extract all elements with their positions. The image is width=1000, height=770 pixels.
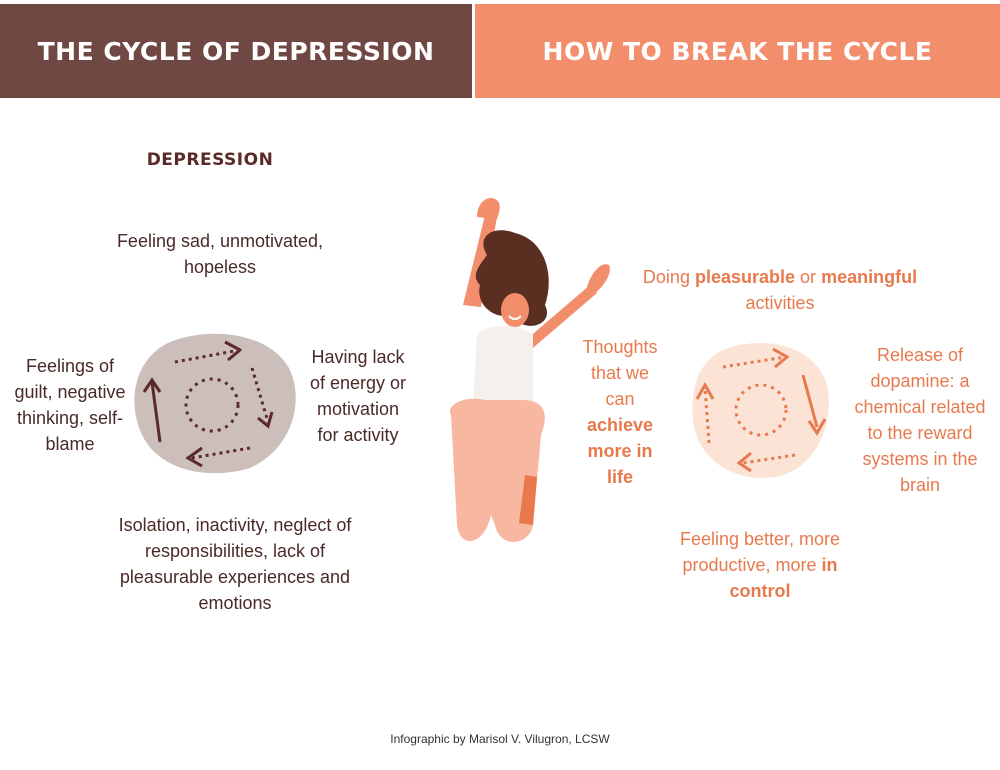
breaking-cycle-blob: [692, 343, 829, 478]
depression-title: DEPRESSION: [146, 150, 274, 170]
credit-line: Infographic by Marisol V. Vilugron, LCSW: [390, 732, 610, 746]
header-right: HOW TO BREAK THE CYCLE: [475, 4, 1000, 98]
header-right-title: HOW TO BREAK THE CYCLE: [542, 36, 933, 66]
depression-top-text: Feeling sad, unmotivated,hopeless: [116, 231, 324, 277]
jumping-woman-illustration: [449, 197, 610, 542]
cycle-arrows-icon: [142, 340, 274, 468]
cycle-arrows-icon: [695, 347, 827, 473]
depression-cycle-graphic: [134, 333, 296, 474]
depression-cycle-blob: [134, 333, 296, 474]
breaking-top-text: Doing pleasurable or meaningful activiti…: [642, 267, 918, 313]
breaking-bottom-text: Feeling better, more productive, more in…: [679, 529, 841, 601]
breaking-cycle-graphic: [692, 343, 829, 478]
header-left-title: THE CYCLE OF DEPRESSION: [37, 36, 435, 66]
header-left: THE CYCLE OF DEPRESSION: [0, 4, 472, 98]
